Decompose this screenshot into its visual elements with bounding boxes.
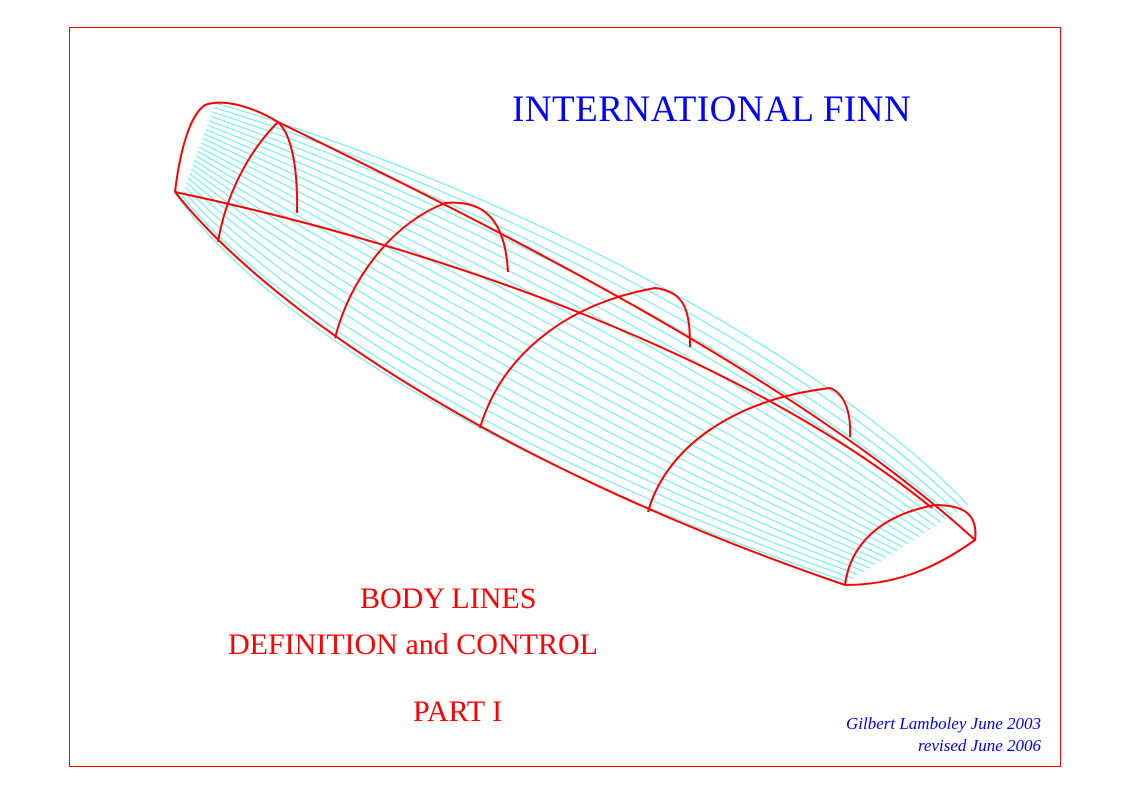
station-4: [647, 386, 852, 513]
subtitle-line-3: PART I: [413, 695, 503, 728]
body-line: [200, 142, 920, 538]
author-line: Gilbert Lamboley June 2003: [846, 714, 1041, 733]
bow-outline: [844, 503, 977, 586]
body-line: [181, 195, 854, 580]
body-lines: [179, 102, 969, 583]
body-line: [210, 115, 953, 516]
body-line: [185, 181, 871, 569]
document-title: INTERNATIONAL FINN: [512, 89, 912, 130]
body-line: [190, 168, 887, 559]
body-line: [193, 159, 898, 552]
body-line: [211, 111, 958, 513]
keel-line: [174, 191, 846, 586]
body-line: [205, 128, 936, 527]
body-line: [187, 177, 876, 566]
body-line: [195, 155, 903, 548]
body-line: [189, 173, 881, 562]
transom-outline: [174, 101, 279, 193]
body-line: [202, 137, 925, 534]
body-line: [179, 199, 849, 583]
sheer-line-upper: [277, 121, 976, 541]
control-lines: [174, 101, 977, 586]
page-border: [69, 27, 1061, 767]
body-line: [197, 150, 909, 545]
station-3: [479, 286, 691, 429]
station-transom: [217, 120, 299, 243]
station-2: [334, 201, 509, 339]
body-line: [203, 133, 931, 531]
body-line: [184, 186, 865, 573]
body-line: [208, 120, 947, 520]
body-line: [214, 102, 969, 506]
author-block: Gilbert Lamboley June 2003 revised June …: [846, 713, 1041, 757]
sheer-line-lower: [174, 191, 933, 509]
body-line: [192, 164, 892, 555]
body-line: [206, 124, 942, 524]
body-line: [182, 190, 860, 576]
subtitle-line-1: BODY LINES: [360, 582, 537, 615]
subtitle-line-2: DEFINITION and CONTROL: [228, 628, 598, 661]
revision-line: revised June 2006: [917, 736, 1041, 755]
body-line: [198, 146, 914, 541]
